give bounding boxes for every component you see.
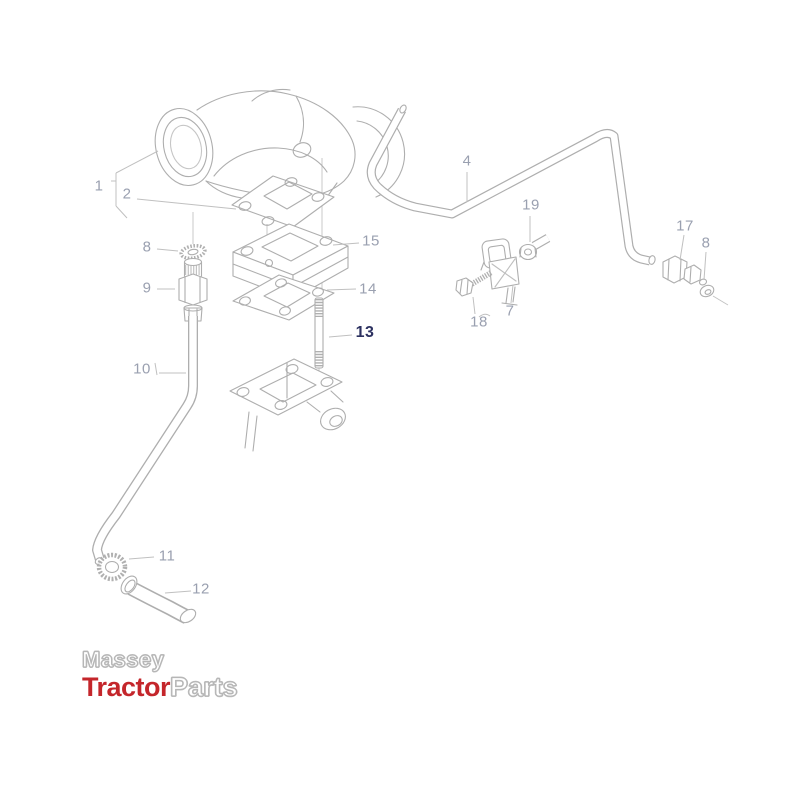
massey-tractor-parts-logo: Massey TractorParts — [81, 647, 238, 702]
clamp-nut-drawing — [518, 234, 551, 261]
pipe-clamp-drawing — [480, 238, 520, 306]
part-label-8-right: 8 — [701, 234, 711, 252]
logo-parts-text: Parts — [169, 672, 238, 702]
return-hose-drawing — [120, 575, 197, 624]
part-label-18: 18 — [470, 313, 488, 331]
part-label-4: 4 — [462, 152, 472, 170]
logo-tractor-text: Tractor — [82, 672, 171, 702]
pipe-fitting-drawing — [662, 255, 708, 286]
clamp-bolt-drawing — [455, 269, 494, 297]
part-label-2: 2 — [122, 185, 132, 203]
hose-clip-drawing — [96, 552, 128, 582]
part-label-7: 7 — [505, 302, 515, 320]
oil-feed-pipe-drawing — [366, 104, 656, 266]
part-label-8-left: 8 — [142, 238, 152, 256]
stud-drawing — [314, 297, 324, 369]
upper-gasket-drawing — [231, 175, 335, 228]
part-label-11: 11 — [158, 547, 176, 565]
lock-washer-drawing — [179, 243, 207, 261]
oil-return-pipe-drawing — [92, 316, 198, 565]
leader-lines — [111, 150, 707, 594]
lower-gasket-drawing — [232, 274, 335, 321]
part-label-1: 1 — [94, 177, 104, 195]
part-label-10: 10 — [133, 360, 151, 378]
part-label-14: 14 — [359, 280, 377, 298]
part-label-19: 19 — [522, 196, 540, 214]
banjo-fitting-drawing — [178, 257, 208, 322]
logo-massey-text: Massey — [81, 647, 165, 672]
washer-right-drawing — [699, 284, 729, 306]
part-label-15: 15 — [362, 232, 380, 250]
part-label-12: 12 — [192, 580, 210, 598]
manifold-flange-drawing — [229, 358, 346, 452]
part-label-9: 9 — [142, 279, 152, 297]
part-label-17: 17 — [676, 217, 694, 235]
part-label-13-highlighted: 13 — [355, 324, 375, 341]
